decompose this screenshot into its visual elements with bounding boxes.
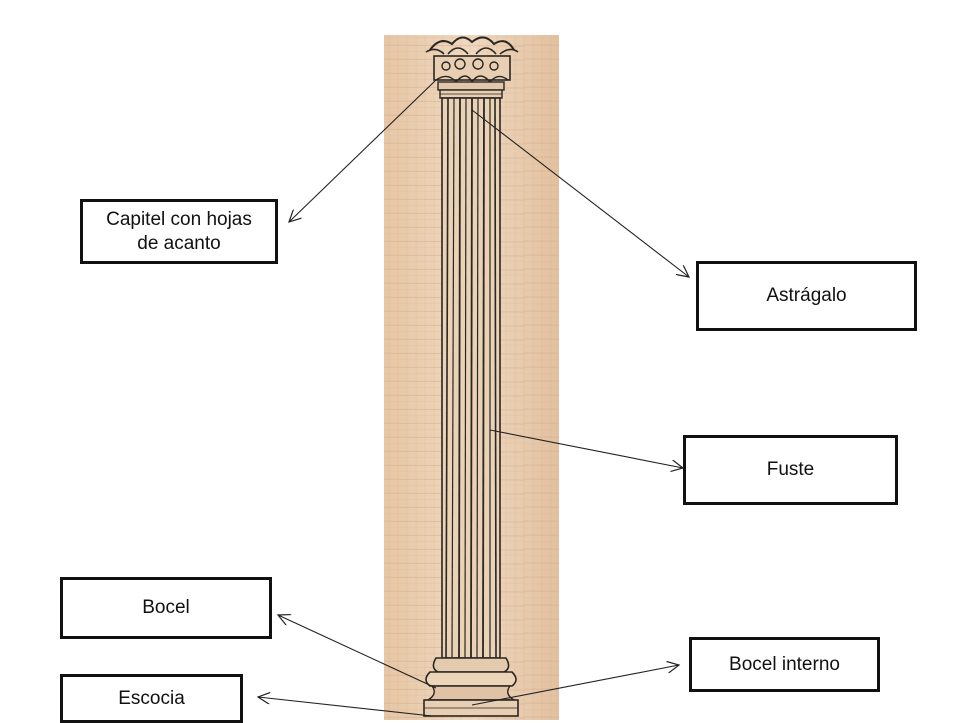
label-bocel: Bocel xyxy=(60,577,272,639)
base-drawing xyxy=(423,657,519,717)
capital-drawing xyxy=(425,36,519,99)
arrow-escocia xyxy=(258,697,433,717)
arrow-bocel xyxy=(278,615,437,689)
label-escocia: Escocia xyxy=(60,674,243,723)
label-bocel-interno-text: Bocel interno xyxy=(729,653,840,675)
arrow-astragalo xyxy=(471,109,689,277)
shaft-drawing xyxy=(441,97,501,659)
label-fuste: Fuste xyxy=(683,435,898,505)
label-astragalo: Astrágalo xyxy=(696,261,917,331)
arrow-capitel xyxy=(289,79,437,222)
label-escocia-text: Escocia xyxy=(118,687,185,709)
label-fuste-text: Fuste xyxy=(766,459,815,480)
label-bocel-interno: Bocel interno xyxy=(689,637,880,692)
arrow-fuste xyxy=(489,429,683,468)
label-capitel: Capitel con hojas de acanto xyxy=(80,199,278,264)
leader-arrows xyxy=(258,79,689,717)
label-bocel-text: Bocel xyxy=(142,597,190,618)
arrow-bocel-interno xyxy=(471,665,679,706)
label-astragalo-text: Astrágalo xyxy=(766,285,847,306)
label-capitel-text: Capitel con hojas de acanto xyxy=(106,208,252,254)
